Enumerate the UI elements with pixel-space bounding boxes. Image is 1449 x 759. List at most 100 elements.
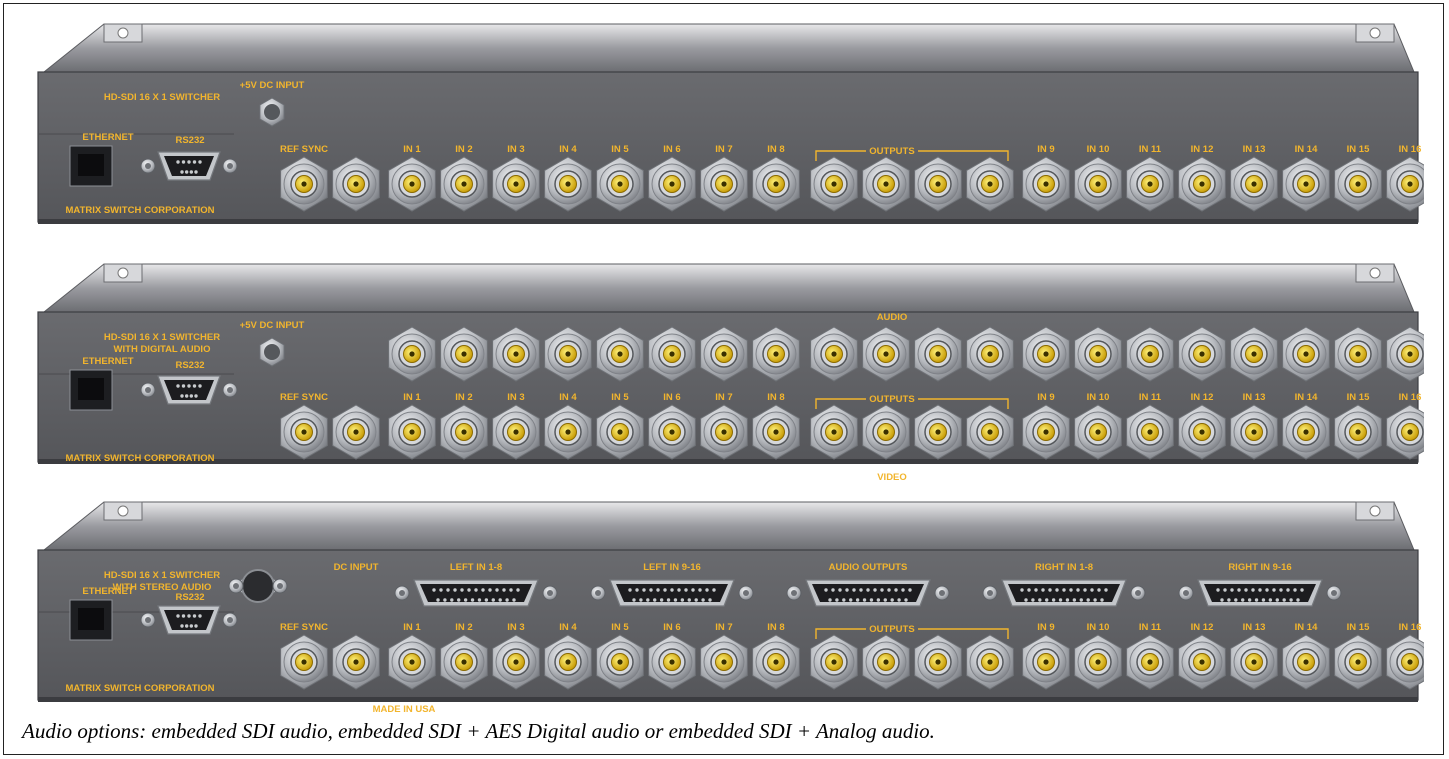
ear-hole-left (117, 267, 129, 279)
panel-bottom-edge (38, 697, 1418, 702)
audio-bnc-5 (596, 326, 644, 382)
input-bnc-6 (648, 634, 696, 690)
input-label-12: IN 12 (1191, 392, 1214, 403)
input-bnc-2 (440, 156, 488, 212)
dsub-screw-right-3 (934, 585, 950, 601)
input-label-15: IN 15 (1347, 392, 1370, 403)
input-label-1: IN 1 (403, 622, 421, 633)
input-label-4: IN 4 (559, 392, 577, 403)
video-label: VIDEO (877, 472, 907, 482)
rs232-connector (157, 151, 221, 181)
ref-sync-label: REF SYNC (280, 392, 328, 403)
output-bnc-1 (810, 404, 858, 460)
input-label-14: IN 14 (1295, 392, 1318, 403)
input-label-6: IN 6 (663, 392, 680, 403)
input-label-5: IN 5 (611, 392, 629, 403)
audio-bnc-2 (440, 326, 488, 382)
input-bnc-3 (492, 634, 540, 690)
input-bnc-4 (544, 156, 592, 212)
input-bnc-8 (752, 404, 800, 460)
din-power-connector (228, 569, 288, 603)
input-bnc-4 (544, 634, 592, 690)
manufacturer-label: MATRIX SWITCH CORPORATION (66, 683, 215, 694)
input-label-2: IN 2 (455, 622, 472, 633)
dsub-connector-5 (1197, 579, 1323, 607)
power-input-label: DC INPUT (334, 562, 379, 573)
input-bnc-5 (596, 634, 644, 690)
input-bnc-10 (1074, 634, 1122, 690)
audio-bnc-10 (862, 326, 910, 382)
output-bnc-2 (862, 634, 910, 690)
outputs-label: OUTPUTS (869, 394, 914, 405)
chassis-top (42, 263, 1415, 313)
output-bnc-4 (966, 634, 1014, 690)
input-label-7: IN 7 (715, 144, 732, 155)
input-label-2: IN 2 (455, 392, 472, 403)
outputs-label: OUTPUTS (869, 624, 914, 635)
ref-sync-bnc-1 (280, 634, 328, 690)
input-label-6: IN 6 (663, 144, 680, 155)
input-bnc-13 (1230, 634, 1278, 690)
input-bnc-1 (388, 156, 436, 212)
input-bnc-6 (648, 404, 696, 460)
audio-bnc-13 (1022, 326, 1070, 382)
ethernet-port-socket (78, 378, 104, 400)
dsub-screw-right-4 (1130, 585, 1146, 601)
rs232-connector (157, 375, 221, 405)
audio-bnc-8 (752, 326, 800, 382)
rs232-screw-right (222, 382, 238, 398)
audio-label: AUDIO (877, 312, 908, 323)
input-label-5: IN 5 (611, 622, 629, 633)
input-bnc-7 (700, 404, 748, 460)
power-input-label: +5V DC INPUT (240, 80, 305, 91)
ref-sync-bnc-2 (332, 634, 380, 690)
input-bnc-7 (700, 634, 748, 690)
input-label-16: IN 16 (1399, 144, 1422, 155)
outputs-bracket (815, 398, 1009, 409)
input-bnc-10 (1074, 156, 1122, 212)
audio-bnc-19 (1334, 326, 1382, 382)
rs232-label: RS232 (175, 360, 204, 371)
dsub-screw-right-5 (1326, 585, 1342, 601)
input-bnc-10 (1074, 404, 1122, 460)
din-screw-left (228, 578, 244, 594)
ethernet-label: ETHERNET (82, 356, 133, 367)
input-bnc-15 (1334, 156, 1382, 212)
ethernet-port-socket (78, 608, 104, 630)
output-bnc-4 (966, 404, 1014, 460)
input-bnc-5 (596, 156, 644, 212)
input-bnc-8 (752, 634, 800, 690)
input-bnc-14 (1282, 634, 1330, 690)
rs232-screw-left (140, 382, 156, 398)
output-bnc-4 (966, 156, 1014, 212)
input-label-10: IN 10 (1087, 144, 1110, 155)
input-bnc-12 (1178, 634, 1226, 690)
input-label-11: IN 11 (1139, 622, 1162, 633)
dsub-connector-2 (609, 579, 735, 607)
dsub-screw-left-3 (786, 585, 802, 601)
input-label-15: IN 15 (1347, 622, 1370, 633)
input-bnc-11 (1126, 156, 1174, 212)
input-bnc-9 (1022, 404, 1070, 460)
input-label-2: IN 2 (455, 144, 472, 155)
ethernet-port-socket (78, 154, 104, 176)
ethernet-label: ETHERNET (82, 132, 133, 143)
rs232-connector (157, 605, 221, 635)
input-label-8: IN 8 (767, 144, 784, 155)
input-bnc-8 (752, 156, 800, 212)
audio-bnc-1 (388, 326, 436, 382)
ref-sync-label: REF SYNC (280, 622, 328, 633)
input-bnc-6 (648, 156, 696, 212)
audio-bnc-3 (492, 326, 540, 382)
input-bnc-4 (544, 404, 592, 460)
input-label-8: IN 8 (767, 392, 784, 403)
made-in-label: MADE IN USA (373, 704, 436, 715)
audio-bnc-17 (1230, 326, 1278, 382)
input-label-3: IN 3 (507, 622, 524, 633)
input-label-16: IN 16 (1399, 392, 1422, 403)
ear-hole-left (117, 505, 129, 517)
rs232-screw-left (140, 612, 156, 628)
